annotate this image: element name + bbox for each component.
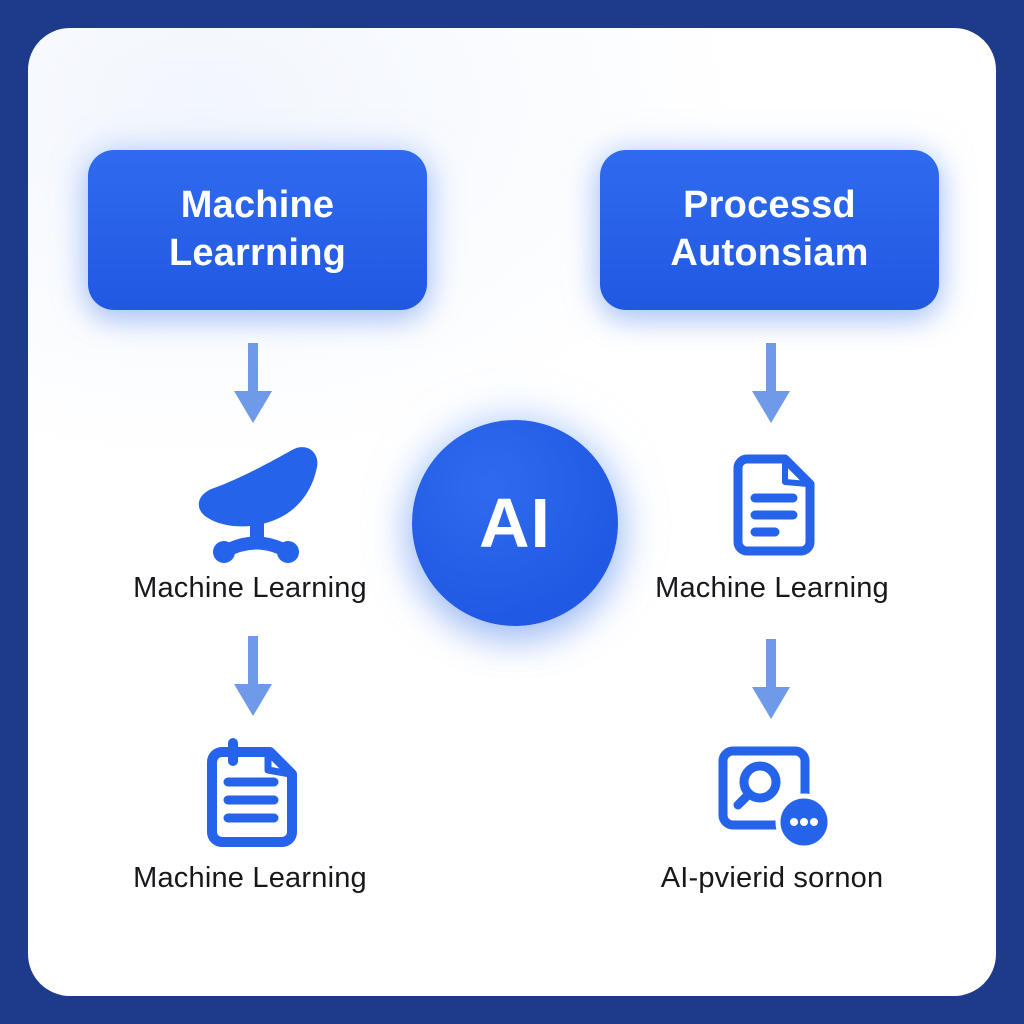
right-bottom-label: AI-pvierid sornon bbox=[660, 862, 884, 894]
document-icon bbox=[733, 454, 815, 556]
down-arrow-icon bbox=[748, 639, 794, 719]
machine-learning-box-line1: Machine bbox=[180, 184, 335, 227]
down-arrow-icon bbox=[230, 636, 276, 716]
process-automation-box: Processd Autonsiam bbox=[600, 150, 939, 310]
ai-label: AI bbox=[479, 484, 551, 562]
machine-learning-box: Machine Learrning bbox=[88, 150, 427, 310]
left-bottom-label: Machine Learning bbox=[133, 862, 367, 894]
left-middle-label: Machine Learning bbox=[133, 572, 367, 604]
ai-circle-badge: AI bbox=[412, 420, 618, 626]
office-chair-icon bbox=[190, 440, 320, 564]
down-arrow-icon bbox=[748, 343, 794, 423]
process-automation-box-line2: Autonsiam bbox=[670, 232, 869, 274]
right-middle-label: Machine Learning bbox=[655, 572, 889, 604]
clipboard-document-icon bbox=[200, 736, 302, 848]
machine-learning-box-line2: Learrning bbox=[168, 232, 347, 274]
down-arrow-icon bbox=[230, 343, 276, 423]
diagram-card: Machine Learrning Processd Autonsiam AI bbox=[28, 28, 996, 996]
process-automation-box-line1: Processd bbox=[683, 184, 856, 227]
search-document-badge-icon bbox=[716, 744, 832, 850]
